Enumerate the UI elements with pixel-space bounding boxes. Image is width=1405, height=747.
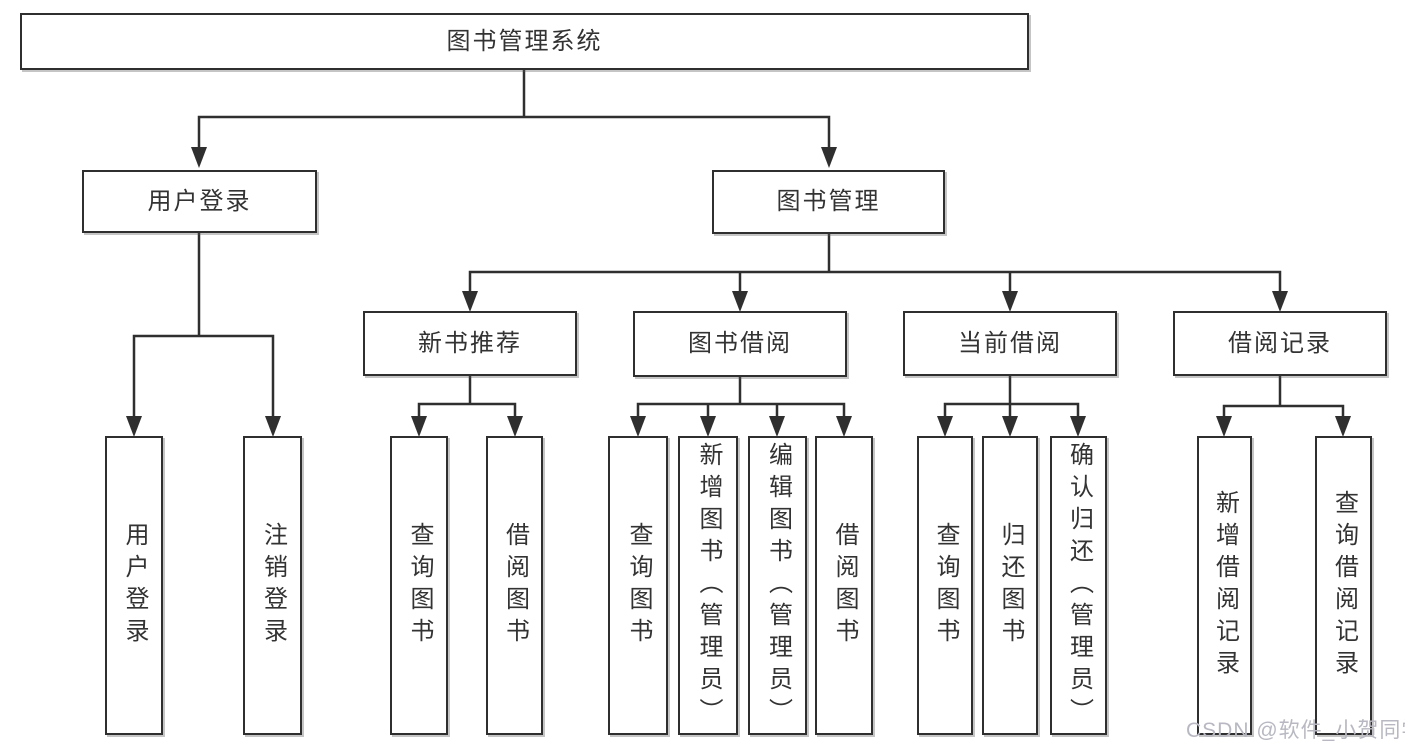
leaf-query-books: 查询图书	[608, 436, 668, 735]
node-borrow-records: 借阅记录	[1173, 311, 1387, 376]
leaf-confirm-return-admin-label: 确认归还（管理员）	[1065, 441, 1093, 730]
node-user-login-label: 用户登录	[147, 187, 252, 215]
leaf-logout: 注销登录	[243, 436, 302, 735]
leaf-borrow-books: 借阅图书	[815, 436, 873, 735]
leaf-logout-label: 注销登录	[259, 521, 287, 650]
leaf-query-borrow-record: 查询借阅记录	[1315, 436, 1372, 735]
leaf-edit-books-admin: 编辑图书（管理员）	[748, 436, 807, 735]
leaf-borrow-books-reco: 借阅图书	[486, 436, 543, 735]
leaf-add-books-admin: 新增图书（管理员）	[678, 436, 738, 735]
node-root-label: 图书管理系统	[446, 27, 603, 55]
leaf-user-login-label: 用户登录	[121, 521, 148, 650]
leaf-add-books-admin-label: 新增图书（管理员）	[695, 441, 722, 730]
leaf-borrow-books-reco-label: 借阅图书	[501, 521, 529, 650]
leaf-edit-books-admin-label: 编辑图书（管理员）	[764, 441, 792, 730]
leaf-query-books-reco-label: 查询图书	[406, 521, 433, 650]
leaf-user-login: 用户登录	[105, 436, 163, 735]
leaf-add-borrow-record-label: 新增借阅记录	[1211, 489, 1239, 682]
node-current-borrow: 当前借阅	[903, 311, 1117, 376]
node-new-book-recommend: 新书推荐	[363, 311, 577, 376]
leaf-query-books-current-label: 查询图书	[932, 521, 959, 650]
node-new-book-recommend-label: 新书推荐	[418, 329, 522, 357]
node-current-borrow-label: 当前借阅	[958, 329, 1062, 357]
leaf-query-books-current: 查询图书	[917, 436, 973, 735]
node-book-management-label: 图书管理	[776, 188, 881, 215]
leaf-add-borrow-record: 新增借阅记录	[1197, 436, 1252, 735]
leaf-confirm-return-admin: 确认归还（管理员）	[1050, 436, 1107, 735]
leaf-query-borrow-record-label: 查询借阅记录	[1330, 489, 1358, 682]
node-borrow-records-label: 借阅记录	[1228, 329, 1332, 357]
node-root-system: 图书管理系统	[20, 13, 1029, 70]
leaf-query-books-label: 查询图书	[625, 521, 652, 650]
node-book-borrow: 图书借阅	[633, 311, 847, 377]
leaf-return-books: 归还图书	[982, 436, 1038, 735]
leaf-query-books-reco: 查询图书	[390, 436, 448, 735]
arrowheads	[126, 147, 1351, 437]
leaf-borrow-books-label: 借阅图书	[831, 521, 858, 650]
watermark-text: CSDN @软件_小贺同学	[1186, 719, 1405, 742]
node-user-login: 用户登录	[82, 170, 317, 233]
node-book-management: 图书管理	[712, 170, 945, 234]
node-book-borrow-label: 图书借阅	[688, 330, 792, 357]
leaf-return-books-label: 归还图书	[997, 521, 1024, 650]
